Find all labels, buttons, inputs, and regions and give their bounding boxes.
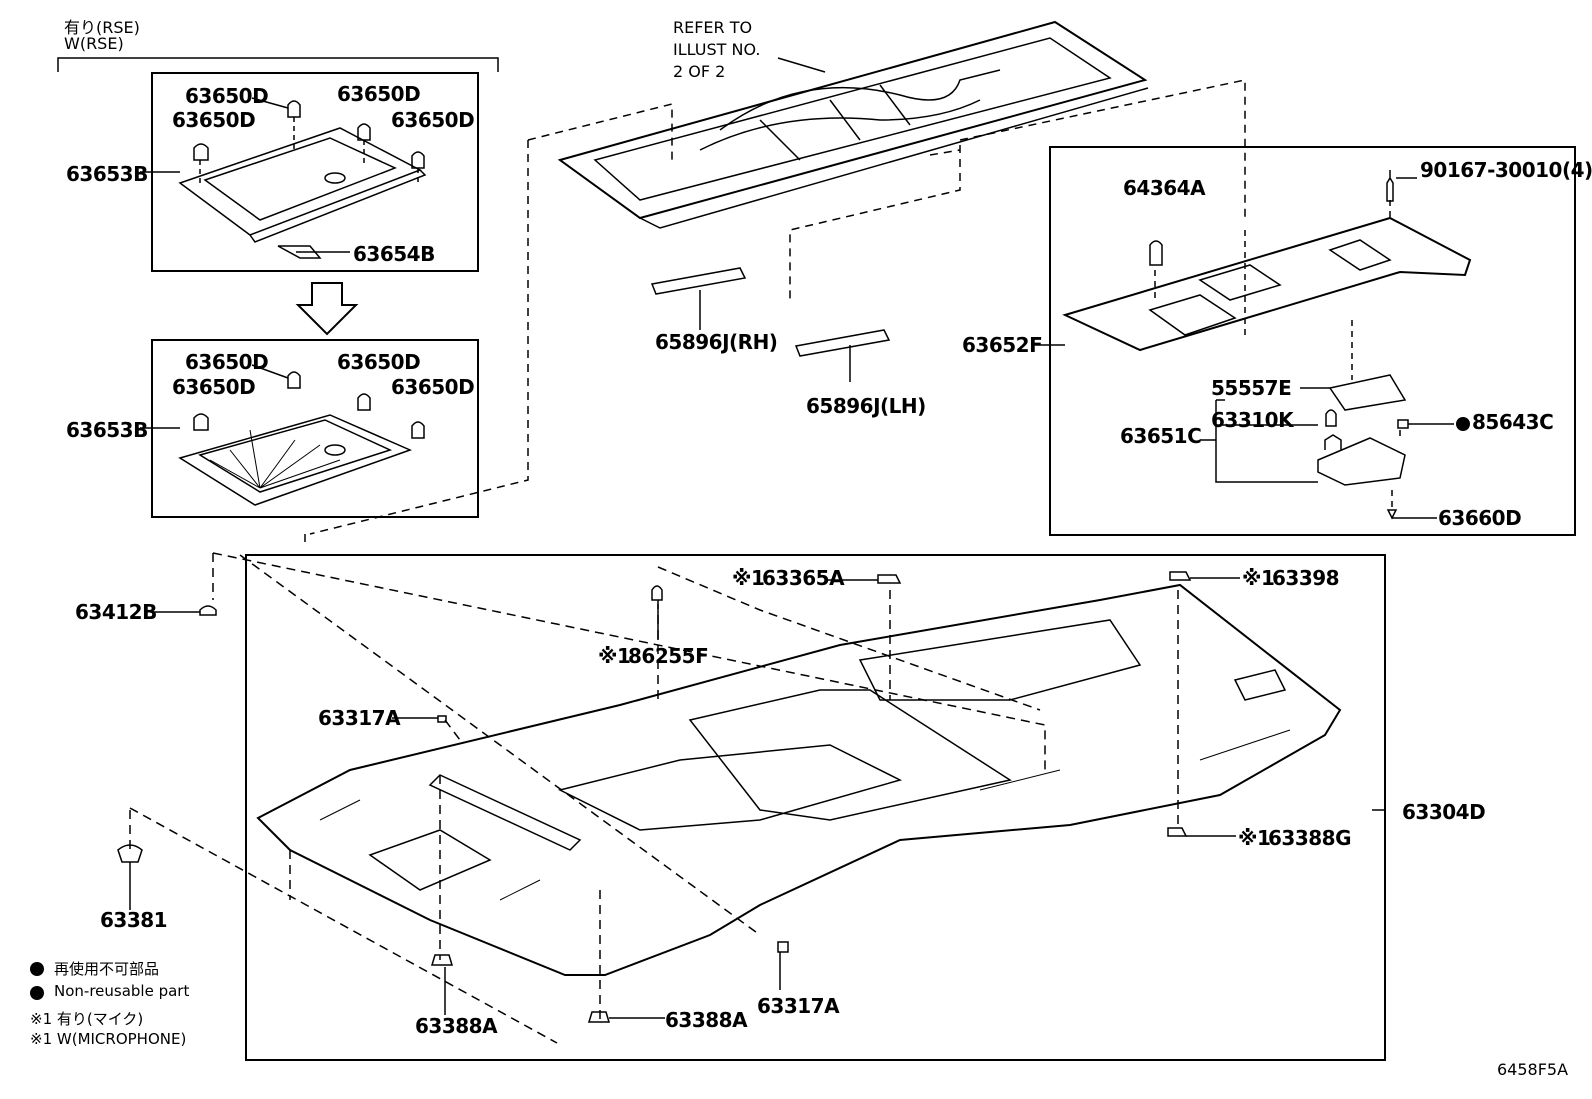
ref1-mark: ※1 — [598, 644, 631, 668]
part-63652F[interactable]: 63652F — [962, 333, 1043, 357]
down-arrow-icon — [295, 282, 359, 336]
refer-note-2: ILLUST NO. — [673, 40, 761, 59]
lamp-assy-63651C — [1317, 409, 1409, 520]
part-64364A[interactable]: 64364A — [1123, 176, 1206, 200]
part-63650D[interactable]: 63650D — [172, 375, 256, 399]
ref1-mark: ※1 — [1242, 566, 1275, 590]
legend-nonreusable-jp: 再使用不可部品 — [54, 960, 160, 978]
ref1-mark: ※1 — [732, 566, 765, 590]
clip-63412B — [199, 605, 217, 616]
part-63304D[interactable]: 63304D — [1402, 800, 1486, 824]
part-63653B[interactable]: 63653B — [66, 162, 148, 186]
ref1-mark: ※1 — [1238, 826, 1271, 850]
variant-label-jp: 有り(RSE) — [64, 18, 140, 37]
bracket-65896J-LH — [794, 329, 891, 357]
part-65896J-rh[interactable]: 65896J(RH) — [655, 330, 778, 354]
rse-bracket — [57, 57, 499, 72]
part-63650D[interactable]: 63650D — [337, 82, 421, 106]
part-63650D[interactable]: 63650D — [337, 350, 421, 374]
part-85643C[interactable]: 85643C — [1472, 410, 1554, 434]
clip-63388A-left — [430, 954, 454, 966]
part-63653B[interactable]: 63653B — [66, 418, 148, 442]
clip-63388G — [1167, 827, 1188, 837]
legend-nonreusable-en: Non-reusable part — [54, 982, 190, 1000]
part-63381[interactable]: 63381 — [100, 908, 168, 932]
refer-note-3: 2 OF 2 — [673, 62, 726, 81]
part-55557E[interactable]: 55557E — [1211, 376, 1292, 400]
legend-ref1-en: ※1 W(MICROPHONE) — [30, 1030, 187, 1048]
rse-panel-lower — [178, 371, 425, 506]
refer-note-1: REFER TO — [673, 18, 753, 37]
part-63317A[interactable]: 63317A — [318, 706, 401, 730]
roof-frame — [557, 20, 1149, 229]
part-63412B[interactable]: 63412B — [75, 600, 157, 624]
clip-86255F — [651, 585, 663, 601]
clip-63398 — [1169, 571, 1192, 581]
headlining-box — [245, 554, 1386, 1061]
part-63651C[interactable]: 63651C — [1120, 424, 1202, 448]
visor-63654B — [277, 245, 322, 259]
room-lamp-box — [1049, 146, 1576, 536]
clip-63317A-lower — [777, 941, 789, 953]
part-63365A[interactable]: 63365A — [762, 566, 845, 590]
part-63650D[interactable]: 63650D — [391, 375, 475, 399]
rse-panel-upper — [178, 100, 427, 243]
variant-label-en: W(RSE) — [64, 34, 124, 53]
clip-63381 — [117, 844, 143, 863]
part-63650D[interactable]: 63650D — [185, 350, 269, 374]
part-65896J-lh[interactable]: 65896J(LH) — [806, 394, 926, 418]
legend-ref1-jp: ※1 有り(マイク) — [30, 1010, 144, 1028]
part-63317A[interactable]: 63317A — [757, 994, 840, 1018]
clip-63388A-right — [587, 1011, 611, 1023]
clip-63317A-upper — [437, 715, 447, 723]
non-reusable-mark — [1456, 417, 1470, 431]
clip-63365A — [877, 574, 902, 584]
part-63660D[interactable]: 63660D — [1438, 506, 1522, 530]
part-86255F[interactable]: 86255F — [628, 644, 709, 668]
part-63650D[interactable]: 63650D — [185, 84, 269, 108]
legend-dot-en — [30, 986, 44, 1000]
part-63388G[interactable]: 63388G — [1268, 826, 1352, 850]
part-63388A[interactable]: 63388A — [665, 1008, 748, 1032]
bracket-65896J-RH — [650, 267, 747, 295]
headlining-63304D — [256, 583, 1342, 976]
figure-id: 6458F5A — [1497, 1060, 1569, 1079]
part-63398[interactable]: 63398 — [1272, 566, 1340, 590]
part-63650D[interactable]: 63650D — [172, 108, 256, 132]
legend-dot-jp — [30, 962, 44, 976]
console-panel-63652F — [1062, 170, 1472, 352]
part-63650D[interactable]: 63650D — [391, 108, 475, 132]
lamp-lens-55557E — [1328, 374, 1407, 411]
part-63388A[interactable]: 63388A — [415, 1014, 498, 1038]
part-63654B[interactable]: 63654B — [353, 242, 435, 266]
part-90167-30010[interactable]: 90167-30010(4) — [1420, 158, 1592, 182]
part-63310K[interactable]: 63310K — [1211, 408, 1294, 432]
